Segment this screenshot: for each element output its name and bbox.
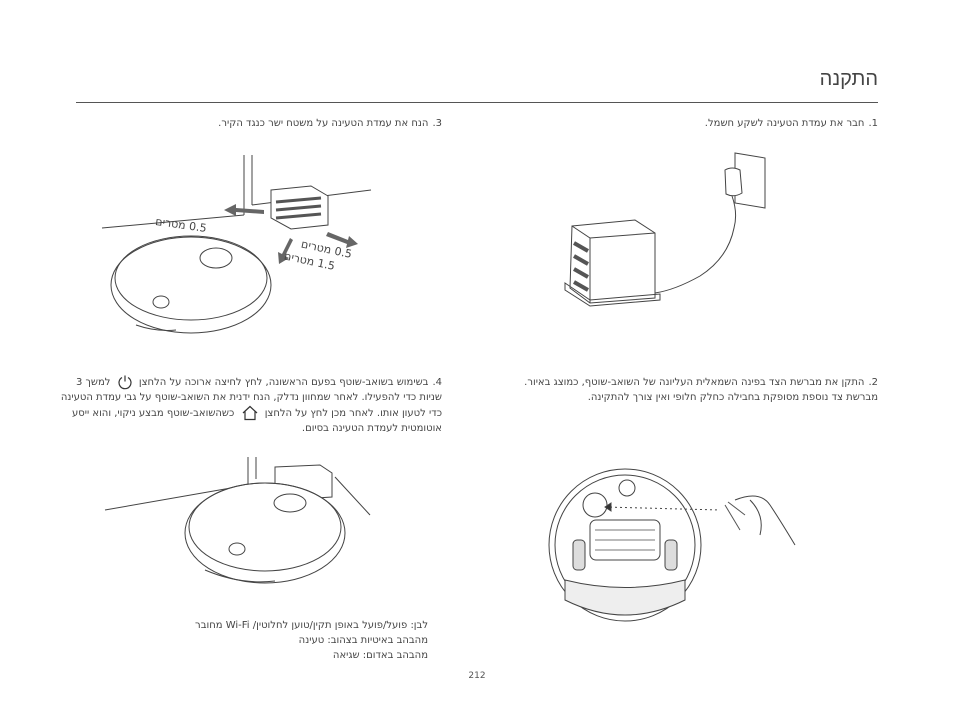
step-3-body: הנח את עמדת הטעינה על משטח ישר כנגד הקיר… (218, 118, 429, 129)
step-3-text: 3.הנח את עמדת הטעינה על משטח ישר כנגד הק… (62, 116, 442, 131)
title-divider (76, 102, 878, 103)
page-number: 212 (468, 671, 486, 681)
step-1-number: 1. (868, 118, 878, 129)
step-4-number: 4. (432, 377, 442, 388)
step-2-body: התקן את מברשת הצד בפינה השמאלית העליונה … (524, 377, 878, 403)
figure-side-brush-install (548, 468, 796, 622)
legend-white: לבן: פועל/פועל באופן תקין/טוען לחלוטין/ … (195, 620, 428, 631)
legend-yellow: מהבהב באיטיות בצהוב: טעינה (298, 635, 428, 646)
step-3-number: 3. (432, 118, 442, 129)
home-icon (242, 405, 257, 421)
power-icon (118, 375, 132, 390)
step-2-number: 2. (868, 377, 878, 388)
step-1-body: חבר את עמדת הטעינה לשקע חשמל. (704, 118, 865, 129)
figure-robot-docked (104, 457, 371, 584)
legend-red: מהבהב באדום: שגיאה (332, 650, 428, 661)
step-4-body-a: בשימוש בשואב-שוטף בפעם הראשונה, לחץ לחיצ… (138, 377, 429, 388)
figure-dock-placement: 0.5 מטרים 0.5 מטרים 1.5 מטרים (101, 155, 372, 334)
step-4-body-c: כשהשואב-שוטף מבצע ניקוי, והוא ייסע אוטומ… (71, 408, 442, 434)
step-1-text: 1.חבר את עמדת הטעינה לשקע חשמל. (498, 116, 878, 131)
step-4-body-b: למשך 3 שניות כדי להפעילו. לאחר שמחוון נד… (60, 377, 442, 419)
clearance-left-label: 0.5 מטרים (155, 215, 208, 235)
step-4-text: 4.בשימוש בשואב-שוטף בפעם הראשונה, לחץ לח… (52, 374, 442, 436)
indicator-legend: לבן: פועל/פועל באופן תקין/טוען לחלוטין/ … (128, 618, 428, 663)
step-2-text: 2.התקן את מברשת הצד בפינה השמאלית העליונ… (498, 375, 878, 405)
page-title: התקנה (819, 66, 878, 90)
figure-dock-to-outlet (564, 152, 766, 307)
